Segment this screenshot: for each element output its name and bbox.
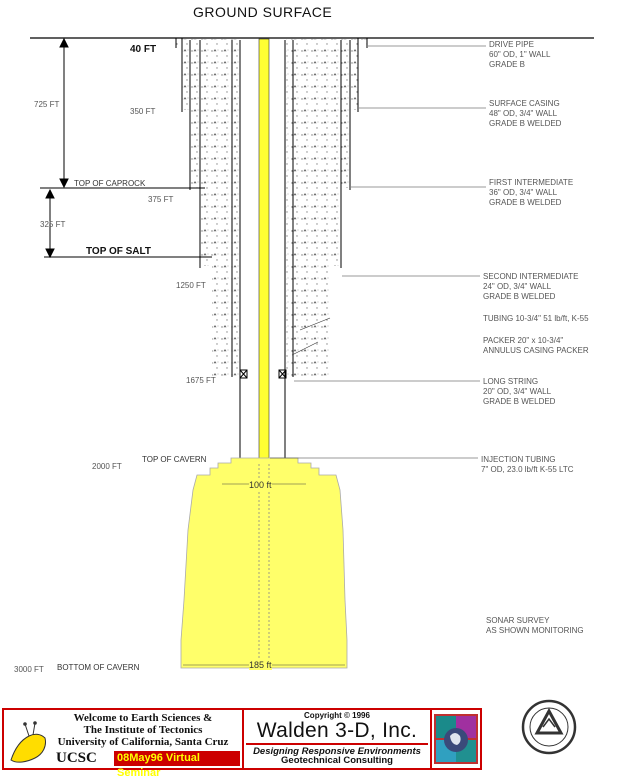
depth-1250-label: 1250 FT: [176, 281, 206, 290]
depth-3000-label: 3000 FT: [14, 665, 44, 674]
welcome-text: Welcome to Earth Sciences & The Institut…: [57, 712, 229, 748]
tagline-secondary: Geotechnical Consulting: [281, 755, 393, 766]
walden-logo-icon: [434, 714, 478, 764]
callout-drive-pipe: DRIVE PIPE 60" OD, 1" WALL GRADE B: [489, 40, 551, 69]
callout-long-string: LONG STRING 20" OD, 3/4" WALL GRADE B WE…: [483, 377, 556, 406]
banana-slug-icon: [10, 721, 46, 763]
callout-packer: PACKER 20" x 10-3/4" ANNULUS CASING PACK…: [483, 336, 589, 355]
depth-375-label: 375 FT: [148, 195, 174, 204]
depth-40-label: 40 FT: [130, 44, 157, 55]
dimension-upper-label: 725 FT: [34, 100, 60, 109]
depth-2000-label: 2000 FT: [92, 462, 122, 471]
diagram-title: GROUND SURFACE: [193, 4, 333, 20]
bottom-of-cavern-label: BOTTOM OF CAVERN: [57, 663, 140, 672]
company-name: Walden 3-D, Inc.: [256, 719, 418, 742]
top-of-cavern-label: TOP OF CAVERN: [142, 455, 207, 464]
depth-1675-label: 1675 FT: [186, 376, 216, 385]
seal-logo-icon: [521, 699, 577, 755]
cavern-top-width: 100 ft: [249, 480, 272, 490]
casing-lines: [175, 38, 368, 465]
callout-sonar: SONAR SURVEY AS SHOWN MONITORING: [486, 616, 584, 635]
cement-annulus: [176, 39, 367, 377]
tagline-primary: Designing Responsive Environments: [246, 743, 428, 757]
leader-lines: [270, 45, 486, 459]
dimension-arrows: [45, 37, 69, 259]
well-cross-section: [30, 37, 594, 669]
injection-tubing: [258, 38, 270, 465]
top-of-salt-label: TOP OF SALT: [86, 246, 152, 257]
dimension-lower-label: 325 FT: [40, 220, 66, 229]
walden-logo-panel[interactable]: [430, 710, 482, 768]
copyright-text: Copyright © 1996: [304, 711, 370, 720]
ucsc-logo-text: UCSC: [56, 750, 97, 766]
callout-second-intermediate: SECOND INTERMEDIATE 24" OD, 3/4" WALL GR…: [483, 272, 579, 301]
seminar-badge: 08May96 Virtual Seminar: [114, 751, 240, 779]
depth-350-label: 350 FT: [130, 107, 156, 116]
callout-injection-tubing: INJECTION TUBING 7" OD, 23.0 lb/ft K-55 …: [481, 455, 574, 474]
footer-banner: Welcome to Earth Sciences & The Institut…: [2, 708, 482, 779]
callout-surface-casing: SURFACE CASING 48" OD, 3/4" WALL GRADE B…: [489, 99, 562, 128]
cavern-bottom-width: 185 ft: [249, 660, 272, 670]
ucsc-panel[interactable]: Welcome to Earth Sciences & The Institut…: [4, 710, 240, 779]
walden-panel[interactable]: Copyright © 1996 Walden 3-D, Inc. Design…: [242, 710, 430, 768]
top-of-caprock-label: TOP OF CAPROCK: [74, 179, 146, 188]
salt-cavern: [180, 457, 348, 669]
callout-first-intermediate: FIRST INTERMEDIATE 36" OD, 3/4" WALL GRA…: [489, 178, 574, 207]
callout-tubing: TUBING 10-3/4" 51 lb/ft, K-55: [483, 314, 589, 323]
